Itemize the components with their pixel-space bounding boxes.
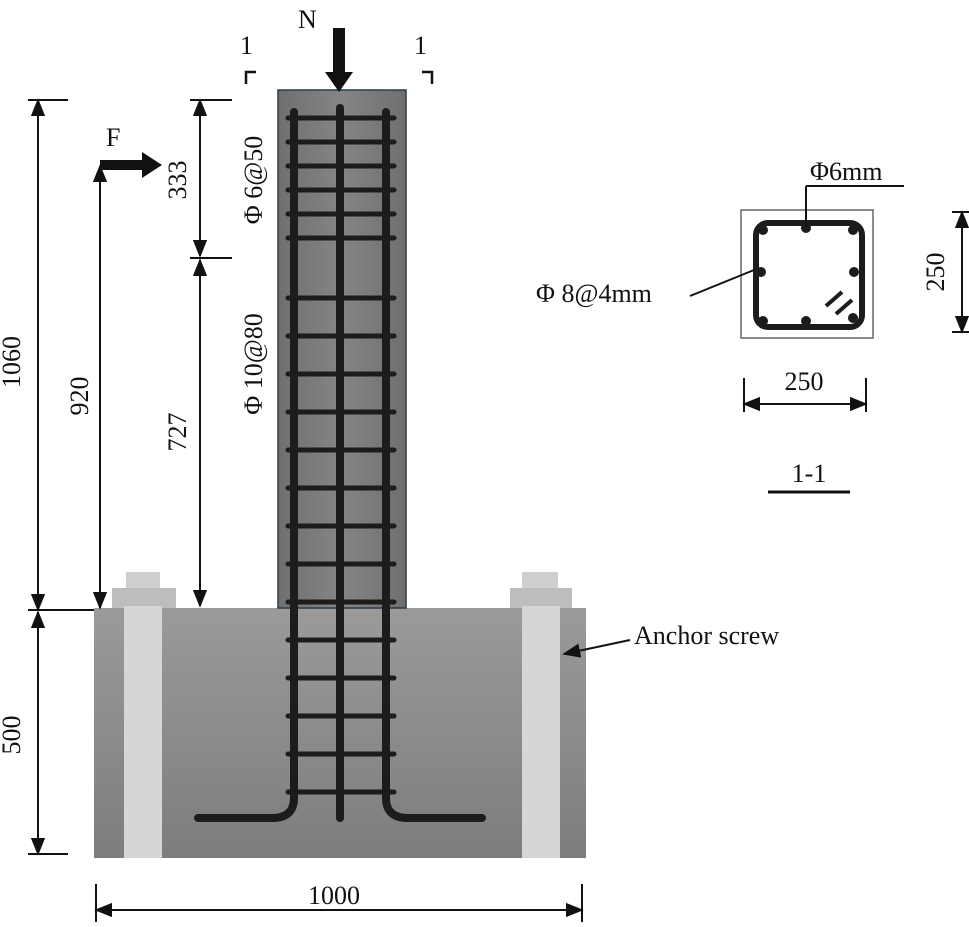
dim-727-label: 727 xyxy=(163,413,192,452)
section-mark-right-bracket xyxy=(422,70,434,84)
cross-section xyxy=(740,209,874,339)
dim-1000-label: 1000 xyxy=(308,881,360,910)
axial-load-arrow xyxy=(325,28,353,92)
section-mark-left-bracket xyxy=(244,70,256,84)
dim-500-label: 500 xyxy=(0,716,26,755)
section-bar-label: Φ6mm xyxy=(810,157,882,186)
anchor-bolt-right xyxy=(510,572,572,858)
anchor-bolt-left xyxy=(112,572,176,858)
lateral-load-label: F xyxy=(106,123,120,152)
dim-1060-label: 1060 xyxy=(0,336,26,388)
section-height-label: 250 xyxy=(921,253,950,292)
axial-load-label: N xyxy=(298,5,317,34)
dim-333-label: 333 xyxy=(163,161,192,200)
section-stirrup-leader xyxy=(689,269,755,297)
stirrup-top-label: Φ 6@50 xyxy=(239,136,268,224)
anchor-leader xyxy=(562,639,631,658)
section-stirrup-label: Φ 8@4mm xyxy=(536,279,652,308)
section-width-label: 250 xyxy=(785,367,824,396)
stirrup-lower-label: Φ 10@80 xyxy=(239,313,268,414)
anchor-label: Anchor screw xyxy=(634,621,779,650)
rebar-cage xyxy=(194,104,486,822)
dim-920-label: 920 xyxy=(65,377,94,416)
lateral-load-arrow xyxy=(100,152,162,178)
section-title: 1-1 xyxy=(792,459,827,488)
section-mark-left: 1 xyxy=(240,31,253,60)
section-mark-right: 1 xyxy=(414,31,427,60)
